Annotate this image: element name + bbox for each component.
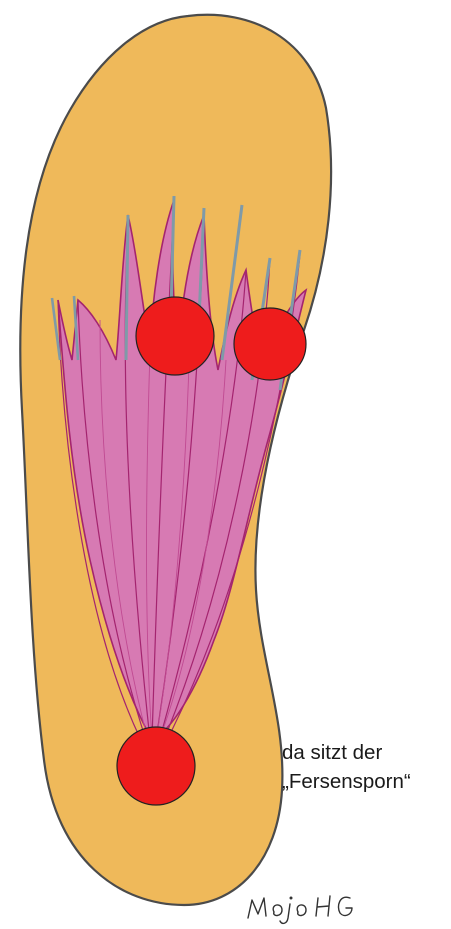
marker-ball-lateral — [234, 308, 306, 380]
signature — [248, 896, 352, 923]
marker-heel — [117, 727, 195, 805]
tendon-tip — [126, 215, 128, 360]
marker-ball-medial — [136, 297, 214, 375]
caption-line-1: da sitzt der — [282, 738, 411, 767]
caption-line-2: „Fersensporn“ — [282, 767, 411, 796]
heel-spur-caption: da sitzt der „Fersensporn“ — [282, 738, 411, 796]
